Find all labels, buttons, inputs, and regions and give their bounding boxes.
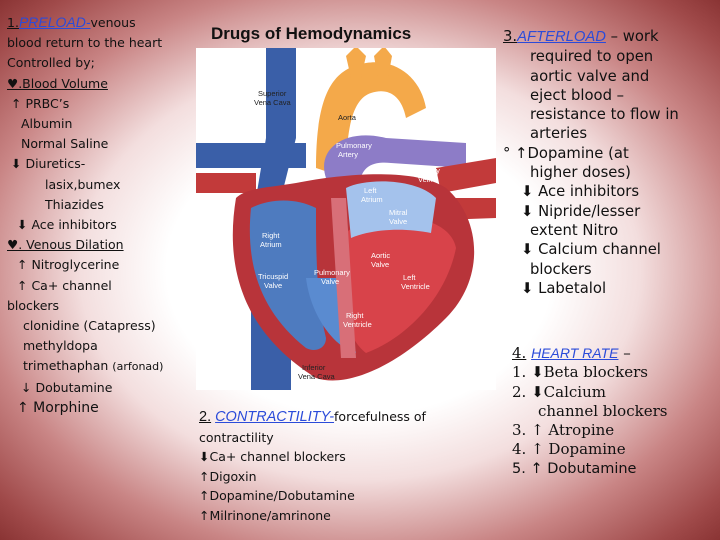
preload-intro-2: blood return to the heart xyxy=(7,35,163,51)
heart-diagram: Superior Vena Cava Aorta Pulmonary Arter… xyxy=(196,46,496,390)
tricuspid-label: Tricuspid xyxy=(258,272,288,281)
contractility-heading-line: 2. CONTRACTILITY-forcefulness of xyxy=(199,407,499,428)
slide-title: Drugs of Hemodynamics xyxy=(211,24,412,43)
contractility-number: 2. xyxy=(199,409,212,425)
aortic-label: Aortic xyxy=(371,251,390,260)
afterload-line-12: blockers xyxy=(530,260,592,278)
preload-section: 1.PRELOAD-venous blood return to the hea… xyxy=(7,12,197,418)
pv-label: Pulmonary xyxy=(404,166,440,175)
blood-volume-heading: ♥.Blood Volume xyxy=(7,75,108,91)
contractility-desc-2: contractility xyxy=(199,429,274,445)
albumin-item: Albumin xyxy=(21,116,73,132)
clonidine-item: clonidine (Catapress) xyxy=(23,318,156,334)
ca-channel-item-2: blockers xyxy=(7,297,60,313)
lv-label: Left xyxy=(403,273,416,282)
afterload-line-2: aortic valve and xyxy=(530,67,650,85)
afterload-number: 3. xyxy=(503,28,518,45)
arfonad-text: (arfonad) xyxy=(112,360,164,374)
ivc-label: Inferior xyxy=(302,363,326,372)
svg-text:Vena Cava: Vena Cava xyxy=(298,372,336,381)
contractility-heading: CONTRACTILITY- xyxy=(215,409,335,425)
contractility-item-1: ⬇Ca+ channel blockers xyxy=(199,449,346,464)
svg-text:Artery: Artery xyxy=(338,150,358,159)
preload-number: 1. xyxy=(7,15,19,30)
heart-rate-heading: HEART RATE xyxy=(531,345,619,361)
svg-text:Valve: Valve xyxy=(321,277,339,286)
afterload-heading: AFTERLOAD xyxy=(517,29,606,45)
afterload-dash: – work xyxy=(610,28,659,45)
heart-rate-item-3: 3. ↑ Atropine xyxy=(512,421,615,440)
trimethaphan-text: trimethaphan xyxy=(23,358,109,374)
ra-label: Right xyxy=(262,231,280,240)
venous-dilation-heading: ♥. Venous Dilation xyxy=(7,237,124,253)
svg-text:Ventricle: Ventricle xyxy=(401,282,430,291)
lasix-item: lasix,bumex xyxy=(45,176,121,192)
nitro-item: ↑ Nitroglycerine xyxy=(17,257,120,273)
preload-heading-line: 1.PRELOAD-venous xyxy=(7,12,197,33)
svg-text:Ventricle: Ventricle xyxy=(343,320,372,329)
heart-rate-item-5: 5. ↑ Dobutamine xyxy=(512,460,637,477)
heart-rate-item-2b: channel blockers xyxy=(538,401,668,420)
ca-channel-item: ↑ Ca+ channel xyxy=(17,277,112,293)
afterload-line-5: arteries xyxy=(530,125,588,143)
contractility-desc: forcefulness of xyxy=(334,409,426,424)
trimethaphan-item: trimethaphan (arfonad) xyxy=(7,356,197,377)
preload-intro-1: venous xyxy=(90,15,136,30)
preload-intro-3: Controlled by; xyxy=(7,55,95,71)
afterload-line-7: higher doses) xyxy=(530,164,631,182)
morphine-item: ↑ Morphine xyxy=(17,399,99,416)
la-label: Left xyxy=(364,186,377,195)
afterload-line-11: ⬇ Calcium channel xyxy=(521,241,661,259)
afterload-line-10: extent Nitro xyxy=(530,221,619,239)
heart-illustration: Superior Vena Cava Aorta Pulmonary Arter… xyxy=(196,46,496,390)
heart-rate-heading-line: 4. HEART RATE – xyxy=(512,344,717,363)
aorta-label: Aorta xyxy=(338,113,357,122)
heart-rate-number: 4. xyxy=(512,344,527,362)
afterload-line-1: required to open xyxy=(530,48,654,66)
diuretics-item: ⬇ Diuretics- xyxy=(11,156,86,172)
prbc-item: ↑ PRBC’s xyxy=(11,95,70,111)
afterload-heading-line: 3.AFTERLOAD – work xyxy=(503,27,718,47)
svg-text:Valve: Valve xyxy=(371,260,389,269)
contractility-item-2: ↑Digoxin xyxy=(199,468,257,484)
svg-text:Atrium: Atrium xyxy=(361,195,383,204)
svc-label: Superior xyxy=(258,89,287,98)
ace-item: ⬇ Ace inhibitors xyxy=(17,217,117,233)
contractility-item-3: ↑Dopamine/Dobutamine xyxy=(199,488,355,503)
afterload-line-3: eject blood – xyxy=(530,86,625,104)
svg-text:Valve: Valve xyxy=(389,217,407,226)
afterload-line-4: resistance to flow in xyxy=(530,106,679,124)
mitral-label: Mitral xyxy=(389,208,408,217)
pulm-valve-label: Pulmonary xyxy=(314,268,350,277)
afterload-line-9: ⬇ Nipride/lesser xyxy=(521,202,641,220)
preload-heading: PRELOAD- xyxy=(18,14,91,30)
svg-text:Vein: Vein xyxy=(418,175,433,184)
contractility-item-4: ↑Milrinone/amrinone xyxy=(199,507,331,523)
svg-text:Valve: Valve xyxy=(264,281,282,290)
dobutamine-item: ↓ Dobutamine xyxy=(21,379,113,395)
thiazides-item: Thiazides xyxy=(45,196,104,212)
heart-rate-item-2: 2. ⬇Calcium xyxy=(512,382,606,401)
svg-text:Atrium: Atrium xyxy=(260,240,282,249)
heart-rate-item-1: 1. ⬇Beta blockers xyxy=(512,363,648,382)
rv-label: Right xyxy=(346,311,364,320)
afterload-line-8: ⬇ Ace inhibitors xyxy=(521,183,640,201)
heart-rate-dash: – xyxy=(623,344,631,362)
saline-item: Normal Saline xyxy=(21,136,109,152)
svg-text:Vena Cava: Vena Cava xyxy=(254,98,292,107)
contractility-section: 2. CONTRACTILITY-forcefulness of contrac… xyxy=(199,407,499,525)
heart-rate-section: 4. HEART RATE – 1. ⬇Beta blockers 2. ⬇Ca… xyxy=(512,344,717,479)
afterload-line-13: ⬇ Labetalol xyxy=(521,279,607,297)
heart-rate-item-4: 4. ↑ Dopamine xyxy=(512,440,626,459)
pa-label: Pulmonary xyxy=(336,141,372,150)
afterload-section: 3.AFTERLOAD – work required to open aort… xyxy=(503,27,718,298)
afterload-line-6: ° ↑Dopamine (at xyxy=(503,144,629,162)
methyldopa-item: methyldopa xyxy=(23,338,98,354)
